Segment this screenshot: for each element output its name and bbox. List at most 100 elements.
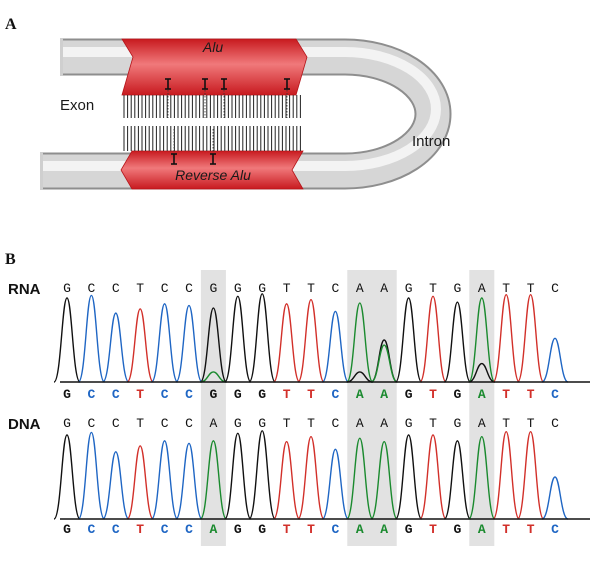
chromatogram-peak bbox=[248, 430, 276, 520]
sequence-base: C bbox=[87, 387, 95, 402]
sequence-base: T bbox=[429, 387, 437, 402]
sequence-base: G bbox=[405, 281, 413, 296]
chromatogram-peak bbox=[468, 297, 496, 383]
sequence-base: A bbox=[478, 387, 486, 402]
sequence-base: C bbox=[112, 522, 120, 537]
editing-site-marker bbox=[202, 78, 208, 118]
sequence-base: C bbox=[551, 281, 559, 296]
chromatogram-peak bbox=[272, 303, 301, 383]
chromatogram-peak bbox=[346, 371, 373, 383]
editing-site-marker bbox=[210, 129, 216, 165]
sequence-base: C bbox=[331, 281, 339, 296]
chromatogram-peak bbox=[224, 432, 252, 520]
chromatogram-peak bbox=[175, 442, 203, 520]
highlight-column bbox=[347, 270, 397, 546]
reverse-alu-element bbox=[120, 150, 304, 190]
chromatogram-peak bbox=[541, 476, 569, 520]
sequence-base: C bbox=[331, 387, 339, 402]
sequence-base: G bbox=[234, 387, 242, 402]
sequence-base: T bbox=[136, 281, 144, 296]
chromatogram-peak bbox=[199, 307, 228, 383]
sequence-base: A bbox=[356, 416, 364, 431]
chromatogram-peak bbox=[346, 302, 374, 383]
sequence-base: A bbox=[380, 281, 388, 296]
sequence-base: T bbox=[307, 387, 315, 402]
sequence-base: T bbox=[307, 416, 315, 431]
chromatogram-peak bbox=[102, 451, 130, 520]
sequence-base: T bbox=[502, 416, 510, 431]
sequence-base: G bbox=[453, 281, 461, 296]
sequence-base: G bbox=[234, 416, 242, 431]
sequence-base: C bbox=[112, 281, 120, 296]
sequence-base: T bbox=[136, 522, 144, 537]
sequence-base: G bbox=[63, 522, 71, 537]
sequence-base: A bbox=[209, 522, 217, 537]
sequence-base: C bbox=[87, 281, 95, 296]
sequence-base: C bbox=[87, 416, 95, 431]
sequence-base: C bbox=[185, 281, 193, 296]
chromatogram-peak bbox=[297, 435, 325, 520]
chromatogram-peak bbox=[77, 431, 106, 520]
chromatogram-peak bbox=[370, 441, 398, 520]
sequence-base: T bbox=[429, 522, 437, 537]
chromatogram-peak bbox=[443, 440, 472, 520]
chromatogram-peak bbox=[126, 445, 154, 520]
chromatogram-peak bbox=[150, 440, 179, 520]
chromatogram-peak bbox=[419, 434, 447, 520]
chromatogram-peak bbox=[224, 295, 252, 383]
base-pairing-lines bbox=[123, 95, 301, 151]
chromatogram-peak bbox=[516, 293, 545, 383]
chromatogram-peak bbox=[53, 434, 81, 520]
chromatogram-peak bbox=[53, 297, 81, 383]
sequence-base: A bbox=[356, 387, 364, 402]
panel-b-label: B bbox=[5, 251, 16, 268]
alu-label: Alu bbox=[202, 39, 223, 55]
chromatogram-peak bbox=[468, 435, 496, 520]
sequence-base: A bbox=[380, 387, 388, 402]
sequence-base: T bbox=[283, 416, 291, 431]
chromatogram-peak bbox=[370, 344, 398, 383]
chromatogram-peak bbox=[102, 312, 130, 383]
sequence-base: T bbox=[429, 416, 437, 431]
sequence-base: T bbox=[283, 281, 291, 296]
sequence-base: G bbox=[258, 416, 266, 431]
chromatogram-peak bbox=[199, 440, 228, 520]
panel-a-label: A bbox=[5, 16, 17, 33]
chromatogram-peak bbox=[468, 362, 496, 383]
chromatogram-peak bbox=[419, 295, 447, 383]
chromatogram-peak bbox=[541, 337, 569, 383]
chromatogram-peak bbox=[77, 294, 106, 383]
dna-chromatogram bbox=[53, 430, 569, 520]
sequence-base: G bbox=[405, 522, 413, 537]
tube-end-top bbox=[60, 38, 63, 76]
sequence-base: T bbox=[307, 281, 315, 296]
sequence-base: G bbox=[234, 522, 242, 537]
intron-label: Intron bbox=[412, 133, 450, 150]
sequence-base: T bbox=[527, 522, 535, 537]
sequence-base: G bbox=[405, 416, 413, 431]
sequence-base: G bbox=[258, 281, 266, 296]
sequence-base: T bbox=[283, 387, 291, 402]
sequence-base: A bbox=[380, 522, 388, 537]
sequence-base: A bbox=[478, 281, 486, 296]
sequence-base: T bbox=[502, 281, 510, 296]
chromatogram-peak bbox=[492, 430, 520, 520]
sequence-base: T bbox=[283, 522, 291, 537]
sequence-base: C bbox=[551, 522, 559, 537]
sequence-base: C bbox=[185, 416, 193, 431]
sequence-base: C bbox=[185, 522, 193, 537]
sequence-base: C bbox=[551, 387, 559, 402]
chromatogram-peak bbox=[200, 371, 227, 383]
editing-site-marker bbox=[221, 78, 227, 118]
reverse-alu-label: Reverse Alu bbox=[175, 167, 251, 183]
sequence-base: T bbox=[502, 522, 510, 537]
chromatogram-peak bbox=[394, 434, 423, 520]
sequence-base: A bbox=[478, 416, 486, 431]
dna-label: DNA bbox=[8, 416, 41, 433]
chromatogram-peak bbox=[443, 301, 472, 383]
sequence-base: C bbox=[112, 416, 120, 431]
sequence-base: C bbox=[161, 416, 169, 431]
sequence-base: G bbox=[209, 387, 217, 402]
